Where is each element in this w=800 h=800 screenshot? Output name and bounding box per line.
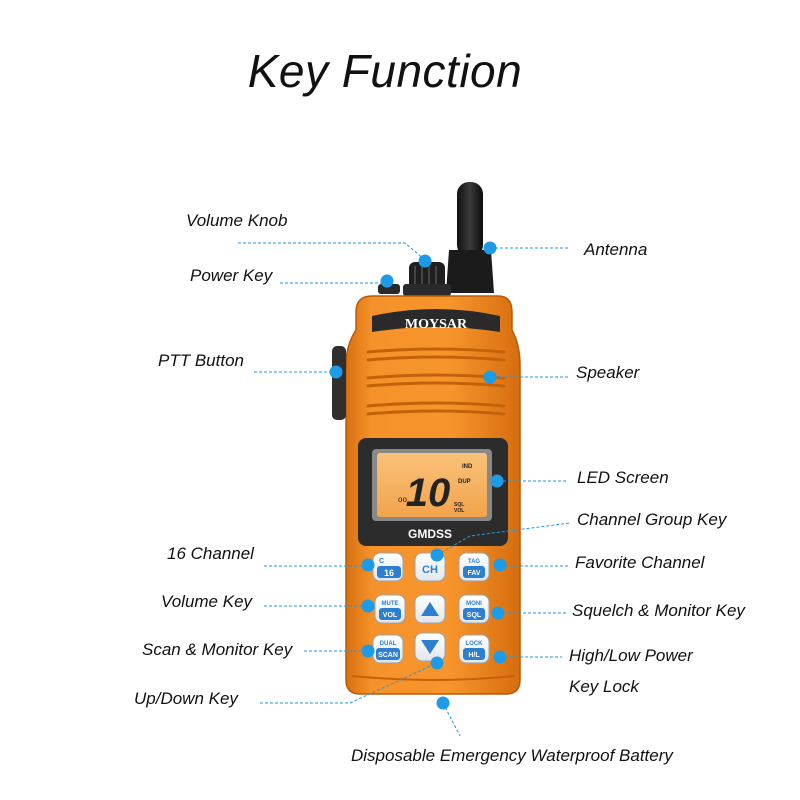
svg-text:16: 16 bbox=[384, 568, 394, 578]
brand-plate: MOYSAR bbox=[372, 309, 500, 332]
keypad: C 16 CH TAG FAV MUTE VOL MONI bbox=[373, 553, 489, 663]
key-tag-fav: TAG FAV bbox=[459, 553, 489, 581]
lcd-ind: IND bbox=[462, 464, 473, 470]
dot-high-low bbox=[494, 651, 507, 664]
lcd-screen: 10 oo IND DUP SQL VOL bbox=[372, 449, 492, 521]
key-lock-hl: LOCK H/L bbox=[459, 635, 489, 663]
dot-volume-knob bbox=[419, 255, 432, 268]
dot-battery bbox=[437, 697, 450, 710]
label-favorite-channel: Favorite Channel bbox=[575, 553, 704, 573]
svg-text:DUAL: DUAL bbox=[380, 641, 397, 647]
svg-text:SCAN: SCAN bbox=[378, 652, 398, 659]
dot-scan bbox=[362, 645, 375, 658]
lcd-channel: 10 bbox=[406, 471, 451, 515]
dot-ptt bbox=[330, 366, 343, 379]
dot-led-screen bbox=[491, 475, 504, 488]
model-label: GMDSS bbox=[408, 527, 452, 541]
label-volume-key: Volume Key bbox=[161, 592, 252, 612]
lcd-vol: VOL bbox=[454, 508, 464, 514]
label-antenna: Antenna bbox=[584, 240, 647, 260]
dot-speaker bbox=[484, 371, 497, 384]
dot-squelch bbox=[492, 607, 505, 620]
lcd-icon-dual: oo bbox=[398, 495, 407, 504]
svg-text:TAG: TAG bbox=[468, 559, 481, 565]
svg-text:CH: CH bbox=[422, 564, 438, 576]
svg-text:MONI: MONI bbox=[466, 601, 482, 607]
ptt-button bbox=[332, 346, 346, 420]
label-channel-group-key: Channel Group Key bbox=[577, 510, 726, 530]
svg-text:SQL: SQL bbox=[467, 612, 482, 619]
key-down bbox=[415, 633, 445, 661]
key-up bbox=[415, 595, 445, 623]
svg-text:H/L: H/L bbox=[468, 652, 480, 659]
key-dual-scan: DUAL SCAN bbox=[373, 635, 403, 663]
label-speaker: Speaker bbox=[576, 363, 639, 383]
key-moni-sql: MONI SQL bbox=[459, 595, 489, 623]
svg-text:C: C bbox=[379, 558, 384, 565]
dot-channel-group bbox=[431, 549, 444, 562]
svg-text:FAV: FAV bbox=[467, 570, 480, 577]
dot-power-key bbox=[381, 275, 394, 288]
label-key-lock: Key Lock bbox=[569, 677, 639, 697]
antenna bbox=[446, 182, 494, 293]
label-battery: Disposable Emergency Waterproof Battery bbox=[351, 746, 673, 766]
label-power-key: Power Key bbox=[190, 266, 272, 286]
label-led-screen: LED Screen bbox=[577, 468, 669, 488]
svg-text:LOCK: LOCK bbox=[466, 641, 484, 647]
dot-up-down bbox=[431, 657, 444, 670]
label-squelch-monitor-key: Squelch & Monitor Key bbox=[572, 601, 745, 621]
svg-text:VOL: VOL bbox=[383, 612, 398, 619]
dot-volume-key bbox=[362, 600, 375, 613]
label-scan-monitor-key: Scan & Monitor Key bbox=[142, 640, 292, 660]
label-volume-knob: Volume Knob bbox=[186, 211, 287, 231]
dot-16-channel bbox=[362, 559, 375, 572]
label-high-low-power: High/Low Power bbox=[569, 646, 693, 666]
lcd-dup: DUP bbox=[458, 479, 471, 485]
label-up-down-key: Up/Down Key bbox=[134, 689, 238, 709]
key-mute-vol: MUTE VOL bbox=[375, 595, 405, 623]
svg-text:MUTE: MUTE bbox=[382, 601, 399, 607]
label-ptt-button: PTT Button bbox=[158, 351, 244, 371]
brand-logo: MOYSAR bbox=[405, 317, 468, 332]
dot-antenna bbox=[484, 242, 497, 255]
dot-favorite bbox=[494, 559, 507, 572]
key-16-channel: C 16 bbox=[373, 553, 403, 581]
label-16-channel: 16 Channel bbox=[167, 544, 254, 564]
